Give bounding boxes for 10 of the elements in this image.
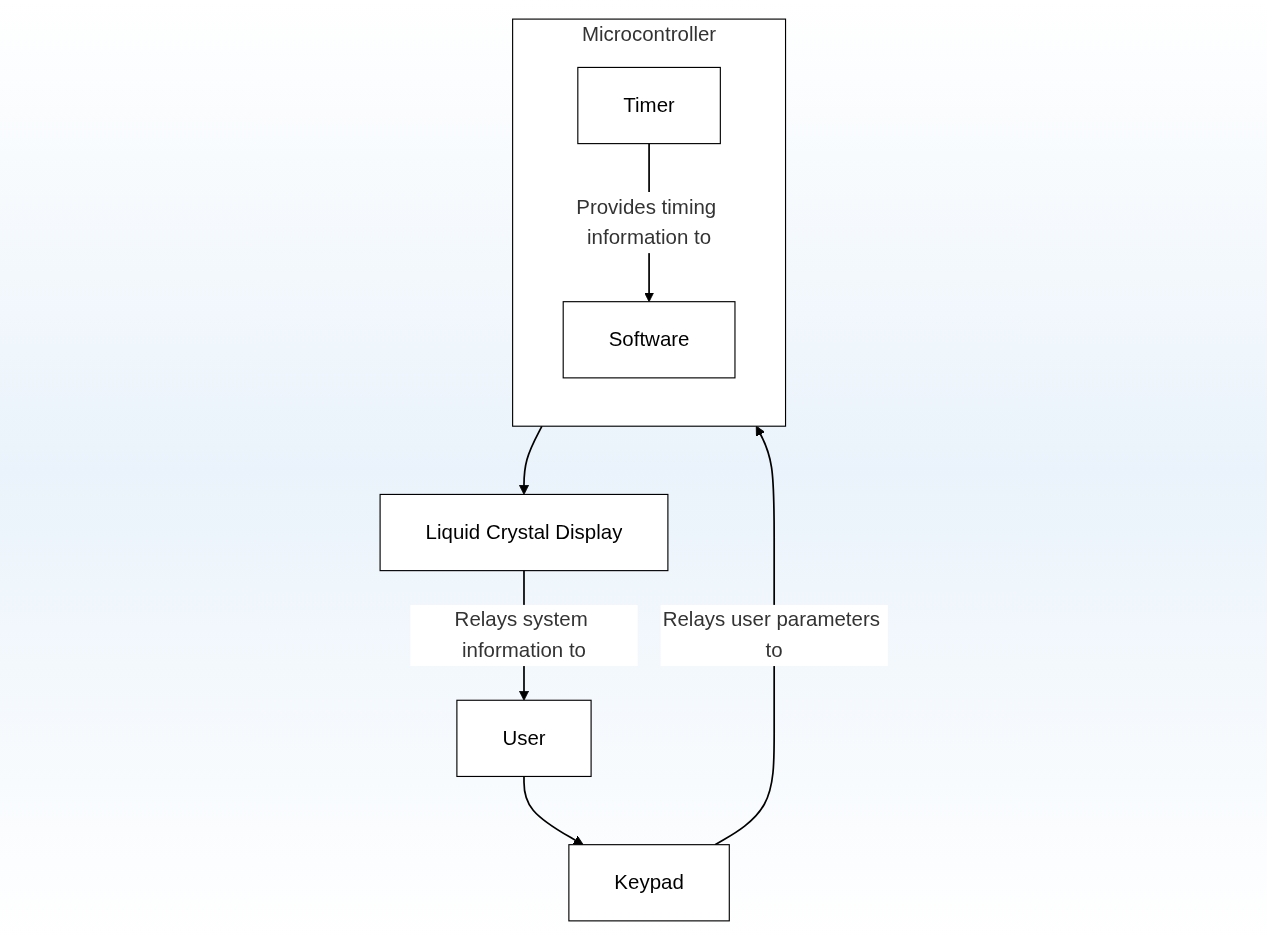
- edge-label: Provides timing information to: [575, 195, 716, 249]
- node-box: Timer: [576, 66, 721, 145]
- node-box: Liquid Crystal Display: [379, 493, 668, 572]
- node-box: Software: [562, 301, 736, 379]
- edge-label: Relays user parameters to: [662, 608, 880, 662]
- edge-label: Relays system information to: [454, 608, 588, 662]
- node-box: User: [455, 699, 592, 778]
- arrow: [522, 775, 584, 846]
- node-box: Keypad: [567, 844, 730, 922]
- arrow: [518, 425, 543, 495]
